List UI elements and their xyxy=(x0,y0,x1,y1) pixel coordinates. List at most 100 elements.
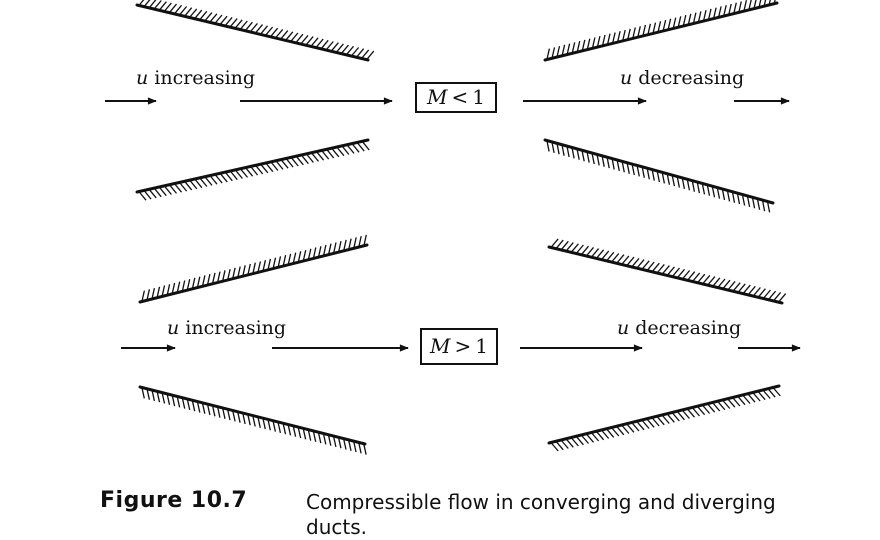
wall-hatch-stroke xyxy=(143,189,152,200)
wall-hatch-stroke xyxy=(166,393,171,405)
wall-hatch-stroke xyxy=(595,249,605,259)
wall-hatch-stroke xyxy=(232,267,236,279)
wall-hatch-stroke xyxy=(581,150,585,162)
wall-hatch-stroke xyxy=(586,38,591,50)
wall-hatch-stroke xyxy=(601,155,605,167)
wall-hatch-stroke xyxy=(591,37,596,49)
wall-p2-right-top xyxy=(547,238,787,305)
wall-hatch-stroke xyxy=(576,41,581,53)
wall-hatch-stroke xyxy=(717,6,722,18)
wall-hatch-stroke xyxy=(259,25,269,35)
wall-hatch-stroke xyxy=(322,433,327,445)
wall-hatch-stroke xyxy=(727,398,736,408)
wall-hatch-stroke xyxy=(590,248,600,258)
wall-hatch-stroke xyxy=(622,29,626,42)
wall-hatch-stroke xyxy=(580,245,589,256)
wall-hatch-stroke xyxy=(566,43,571,55)
wall-hatch-stroke xyxy=(211,405,216,417)
wall-hatch-stroke xyxy=(691,180,696,192)
wall-hatch-stroke xyxy=(646,168,650,180)
wall-hatch-stroke xyxy=(343,239,347,252)
wall-hatch-stroke xyxy=(662,19,667,32)
wall-hatch-stroke xyxy=(280,30,289,40)
wall-hatch-stroke xyxy=(642,24,647,37)
wall-hatch-stroke xyxy=(570,243,579,253)
wall-hatch-stroke xyxy=(773,0,776,4)
wall-hatch-stroke xyxy=(666,266,675,276)
wall-hatch-stroke xyxy=(606,251,615,262)
wall-hatch-stroke xyxy=(626,256,635,267)
wall-hatch-stroke xyxy=(254,24,263,34)
wall-hatch-stroke xyxy=(176,396,181,408)
wall-hatch-stroke xyxy=(201,275,206,287)
wall-hatch-stroke xyxy=(310,152,320,162)
wall-hatch-stroke xyxy=(727,280,736,291)
wall-hatch-stroke xyxy=(737,395,746,406)
wall-hatch-stroke xyxy=(310,37,319,47)
wall-hatch-stroke xyxy=(546,140,550,152)
wall-hatch-stroke xyxy=(743,0,748,12)
wall-hatch-stroke xyxy=(363,443,367,455)
wall-hatch-stroke xyxy=(317,432,322,444)
wall-hatch-stroke xyxy=(358,442,362,454)
wall-hatch-stroke xyxy=(224,16,233,27)
wall-hatch-stroke xyxy=(295,33,304,44)
wall-hatch-stroke xyxy=(337,437,342,449)
wall-hatch-stroke xyxy=(184,7,193,17)
wall-hatch-stroke xyxy=(229,18,238,28)
wall-hatch-stroke xyxy=(652,22,657,34)
wall-p2-right-bottom xyxy=(547,384,781,452)
wall-hatch-stroke xyxy=(565,242,574,252)
wall-hatch-stroke xyxy=(555,239,564,250)
wall-hatch-stroke xyxy=(616,31,621,43)
wall-hatch-stroke xyxy=(277,256,282,268)
wall-hatch-stroke xyxy=(667,18,672,30)
mach-box-p2 xyxy=(420,328,498,365)
wall-hatch-stroke xyxy=(681,177,686,190)
wall-hatch-stroke xyxy=(717,400,726,411)
wall-hatch-stroke xyxy=(168,3,177,14)
wall-hatch-stroke xyxy=(173,4,183,15)
wall-hatch-stroke xyxy=(636,420,645,431)
wall-hatch-stroke xyxy=(661,414,670,424)
wall-p2-left-top xyxy=(138,234,369,304)
wall-hatch-stroke xyxy=(752,392,761,402)
wall-hatch-stroke xyxy=(686,408,695,418)
wall-hatch-stroke xyxy=(204,176,213,186)
wall-hatch-stroke xyxy=(672,17,677,29)
wall-hatch-stroke xyxy=(219,15,228,26)
wall-hatch-stroke xyxy=(351,143,360,153)
wall-hatch-stroke xyxy=(275,28,284,39)
wall-hatch-stroke xyxy=(742,284,751,295)
wall-hatch-stroke xyxy=(772,387,781,397)
wall-hatch-stroke xyxy=(711,186,716,198)
wall-hatch-stroke xyxy=(687,271,696,281)
wall-hatch-stroke xyxy=(561,144,565,156)
wall-hatch-stroke xyxy=(199,177,208,187)
wall-hatch-stroke xyxy=(723,5,727,17)
wall-hatch-stroke xyxy=(290,32,299,43)
wall-hatch-stroke xyxy=(191,277,196,289)
wall-hatch-stroke xyxy=(677,16,682,28)
wall-hatch-stroke xyxy=(571,42,576,54)
wall-hatch-stroke xyxy=(600,429,610,439)
wall-hatch-stroke xyxy=(691,407,700,417)
wall-hatch-stroke xyxy=(732,397,741,407)
wall-hatch-stroke xyxy=(153,187,162,198)
wall-hatch-stroke xyxy=(611,427,620,437)
wall-hatch-stroke xyxy=(260,163,269,174)
wall-hatch-stroke xyxy=(738,1,742,13)
wall-hatch-stroke xyxy=(229,170,238,181)
wall-hatch-stroke xyxy=(721,188,726,201)
wall-hatch-stroke xyxy=(556,45,561,58)
wall-hatch-stroke xyxy=(216,271,221,283)
wall-hatch-stroke xyxy=(312,247,317,259)
wall-hatch-stroke xyxy=(297,251,302,263)
wall-hatch-stroke xyxy=(666,173,671,185)
wall-hatch-stroke xyxy=(361,49,370,59)
wall-hatch-stroke xyxy=(143,0,151,8)
wall-hatch-stroke xyxy=(731,191,736,203)
wall-hatch-stroke xyxy=(631,422,640,432)
wall-hatch-stroke xyxy=(651,262,660,273)
wall-hatch-stroke xyxy=(201,402,206,414)
